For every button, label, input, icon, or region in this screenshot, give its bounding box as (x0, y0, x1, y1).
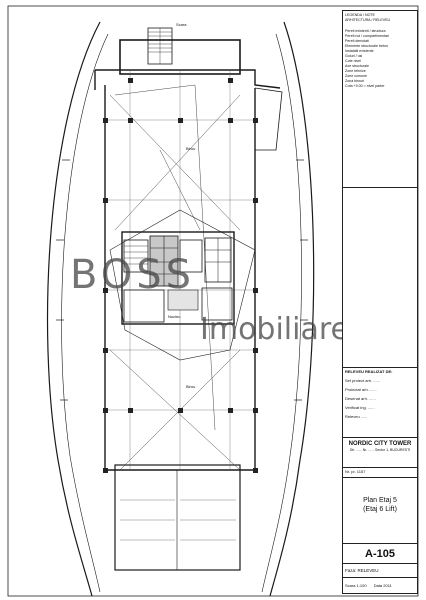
sheet-title-line1: Plan Etaj 5 (363, 497, 397, 504)
sheet-border (7, 5, 419, 597)
south-wing (114, 464, 241, 571)
legend-note: Elemente structurale beton (345, 44, 388, 48)
legend-note: Instalatii existente (345, 49, 374, 53)
legend-notes: Pereti existenti / structura Pereti noi … (345, 29, 415, 89)
building-core (121, 231, 235, 325)
team-row: Verificat ing. ...... (345, 405, 375, 410)
legend-note: Zone comune (345, 74, 367, 78)
core-zone-outline (109, 209, 256, 361)
legend-note: Cota +0.00 = nivel parter (345, 84, 385, 88)
team-row: Releveu ...... (345, 414, 368, 419)
sheet-number: A-105 (365, 548, 395, 560)
east-terrace (254, 87, 283, 151)
inner-facade (61, 33, 302, 593)
stair-north (147, 27, 173, 65)
room-label-stair: Scara (176, 22, 187, 27)
legend-note: Pereti noi / compartimentari (345, 34, 389, 38)
sheet-title-line2: (Etaj 6 Lift) (363, 506, 397, 513)
legend-note: Zone tehnice (345, 69, 366, 73)
project-number: Nr. pr. 1157 (345, 469, 366, 474)
team-row: Proiectat arh. ...... (345, 387, 377, 392)
legend-note: Zona birouri (345, 79, 365, 83)
scale-date-section: Scara 1:100 Data 2011 (343, 577, 417, 593)
project-section: NORDIC CITY TOWER Str. ...... Nr. ......… (343, 437, 417, 467)
title-block-blank (343, 187, 417, 367)
releveu-heading: RELEVEU REALIZAT DE: (345, 369, 393, 374)
legend-note: Pereti demolati (345, 39, 369, 43)
project-address: Str. ...... Nr. ...... Sector 1, BUCURES… (349, 448, 411, 452)
diagonal-markings (109, 84, 241, 471)
room-label-office-north: Birou (186, 146, 196, 151)
outer-facade (46, 21, 315, 597)
legend-note: Cote nivel (345, 59, 361, 63)
legend-header-line: ARHITECTURA / RELEVEU (345, 18, 391, 22)
columns (103, 78, 258, 473)
legend-header: LEGENDA / NOTE ARHITECTURA / RELEVEU (345, 13, 415, 23)
legend-note: Goluri / usi (345, 54, 363, 58)
sheet-title-section: Plan Etaj 5 (Etaj 6 Lift) (343, 477, 417, 543)
phase-label: Faza: RELEVEU (345, 568, 379, 573)
room-label-core: Nucleu (168, 314, 181, 319)
legend-header-line: LEGENDA / NOTE (345, 13, 375, 17)
date-label: Data 2011 (373, 583, 392, 588)
legend-note: Pereti existenti / structura (345, 29, 386, 33)
title-block: LEGENDA / NOTE ARHITECTURA / RELEVEU Per… (342, 10, 418, 594)
team-row: Desenat arh. ...... (345, 396, 376, 401)
project-name: NORDIC CITY TOWER (348, 441, 412, 447)
sheet-number-section: A-105 (343, 543, 417, 563)
project-number-section: Nr. pr. 1157 (343, 467, 417, 477)
phase-section: Faza: RELEVEU (343, 563, 417, 577)
facade-ticks (56, 159, 308, 401)
room-label-office-south: Birou (186, 384, 196, 389)
releveu-section: RELEVEU REALIZAT DE: Sef proiect arh. ..… (343, 367, 417, 437)
scale-label: Scara 1:100 (345, 583, 367, 588)
south-hatch (120, 499, 236, 541)
legend-note: Axe structurale (345, 64, 369, 68)
team-row: Sef proiect arh. ...... (345, 378, 380, 383)
north-wing (119, 39, 241, 75)
